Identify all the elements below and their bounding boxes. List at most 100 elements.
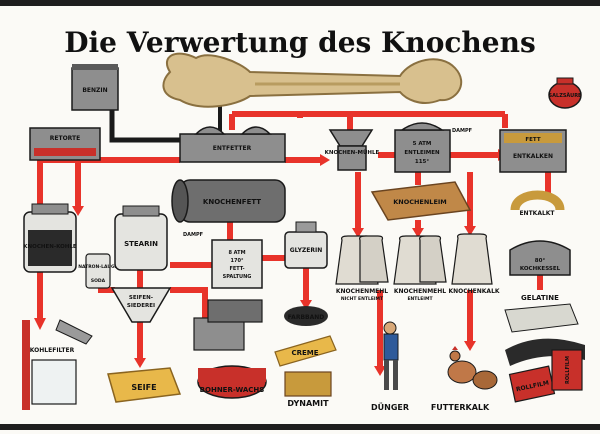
stearin-label: STEARIN <box>124 240 158 248</box>
bohnerwachs-label: BOHNER-WACHS <box>200 386 265 394</box>
knochenkohle-label: KNOCHEN-KOHLE <box>23 244 77 250</box>
benzin-label: BENZIN <box>82 87 107 94</box>
entkalkt-label: ENTKALKT <box>519 210 555 217</box>
kochkessel-node: 80° KOCHKESSEL <box>509 240 571 276</box>
futterkalk-label: FUTTERKALK <box>431 403 490 412</box>
kohlefilter-node: KOHLEFILTER <box>22 319 93 410</box>
mehl-b-sub: ENTLEIMT <box>407 296 433 302</box>
kochkessel-temp: 80° <box>535 258 546 264</box>
rollfilm-node: ROLLFILM ROLLFILM <box>505 338 585 403</box>
knochenfett-label: KNOCHENFETT <box>203 198 261 206</box>
arrow-duenger <box>374 366 386 376</box>
chicken-2 <box>472 370 498 390</box>
arrow-kalk <box>464 226 476 236</box>
retorte-node: RETORTE <box>29 127 101 161</box>
knochenkohle-fill <box>28 230 72 266</box>
bone-illustration <box>162 52 463 108</box>
creme-label: CREME <box>291 349 318 357</box>
knochenleim-node: KNOCHENLEIM <box>370 181 472 221</box>
rollfilm-label-b: ROLLFILM <box>565 356 571 384</box>
knochenleim-slab <box>370 181 472 221</box>
kochkessel-vessel <box>509 240 571 276</box>
spaltung-vessel <box>211 239 263 289</box>
muehle-body <box>337 145 367 171</box>
salzsaeure-node: SALZSÄURE <box>548 77 583 109</box>
stearin-block <box>193 317 245 351</box>
gelatine-sheets <box>504 303 579 333</box>
farbband-roll <box>284 306 328 326</box>
benzin-tank <box>71 67 119 111</box>
retorte-fire <box>34 148 96 156</box>
entkalken-fett-layer <box>504 133 562 143</box>
entleimen-box <box>394 129 451 173</box>
mehl-a-sack-2 <box>359 235 389 283</box>
futterkalk-node: FUTTERKALK <box>431 346 498 412</box>
arrow-muehle <box>320 154 330 166</box>
chicken-comb <box>452 346 458 350</box>
arrow-futterkalk <box>464 341 476 351</box>
knochenkohle-lid <box>31 203 69 215</box>
glyzerin-label: GLYZERIN <box>290 247 322 254</box>
spaltung-fett: FETT- <box>229 266 244 272</box>
candle-box <box>207 299 263 323</box>
entleimen-dome <box>399 122 445 131</box>
natronlauge-label: NATRON-LAUGE <box>78 264 118 270</box>
knochenfett-end <box>171 179 189 223</box>
gelatine-node: GELATINE <box>504 294 579 333</box>
natronlauge-bottle <box>85 253 111 289</box>
seife-bar <box>107 367 182 403</box>
entleimen-node: 5 ATM ENTLEIMEN 115° DAMPF <box>394 122 472 173</box>
knochenkalk-sack <box>451 233 493 285</box>
seife-label: SEIFE <box>131 383 156 392</box>
dampf-mid-label: DAMPF <box>183 232 203 238</box>
flow-to-bohner <box>170 287 208 320</box>
entfetter-label: ENTFETTER <box>213 145 252 152</box>
muehle-label: KNOCHEN-MÜHLE <box>325 149 380 156</box>
chart-title: Die Verwertung des Knochens <box>64 26 535 59</box>
mehl-a-sub: NICHT ENTLEIMT <box>341 296 384 302</box>
farbband-label: FARBBAND <box>288 314 324 321</box>
muehle-hopper <box>328 129 374 147</box>
film-strip <box>505 338 585 366</box>
bohnerwachs-tin-side <box>198 368 266 382</box>
knochenkalk-node: KNOCHENKALK <box>448 233 500 295</box>
top-rod <box>0 0 600 6</box>
muehle-node: KNOCHEN-MÜHLE <box>325 129 380 171</box>
seifensiederei-label-a: SEIFEN- <box>129 295 153 301</box>
spaltung-temp: 170° <box>231 258 244 264</box>
kohlefilter-pour <box>55 319 93 345</box>
arrow-mehl-a <box>352 228 364 238</box>
seife-node: SEIFE <box>107 367 182 403</box>
salzsaeure-lid <box>556 77 574 85</box>
entleimen-label: ENTLEIMEN <box>404 150 440 156</box>
arrow-kohle <box>72 206 84 216</box>
dampf-top-label: DAMPF <box>452 128 472 134</box>
duenger-label: DÜNGER <box>371 402 409 412</box>
farmer-body <box>383 333 399 361</box>
mehl-a-label: KNOCHENMEHL <box>336 288 388 295</box>
chicken-1 <box>447 360 477 384</box>
benzin-lid <box>72 64 118 70</box>
bottom-rod <box>0 424 600 430</box>
entkalken-label: ENTKALKEN <box>513 153 553 160</box>
bohnerwachs-node: BOHNER-WACHS <box>193 299 267 399</box>
seifensiederei-node: SEIFEN- SIEDEREI <box>110 287 172 323</box>
fett-label: FETT <box>525 137 540 143</box>
soda-label: SODA <box>91 278 106 284</box>
entkalkt-node: ENTKALKT <box>510 190 565 217</box>
salzsaeure-label: SALZSÄURE <box>549 92 583 99</box>
benzin-node: BENZIN <box>71 64 119 111</box>
arrow-left-down <box>34 318 46 330</box>
farmer-head <box>383 321 397 335</box>
stearin-node: STEARIN <box>114 205 168 271</box>
mehl-a-node: KNOCHENMEHL NICHT ENTLEIMT <box>335 235 389 302</box>
entleimen-atm: 5 ATM <box>413 141 432 147</box>
knochenkohle-node: KNOCHEN-KOHLE <box>23 203 77 273</box>
natronlauge-node: NATRON-LAUGE SODA <box>78 253 118 289</box>
mehl-b-sack-2 <box>419 235 447 283</box>
mehl-b-node: KNOCHENMEHL ENTLEIMT <box>393 235 447 302</box>
knochenkalk-label: KNOCHENKALK <box>448 288 499 295</box>
arrow-seife <box>134 358 146 368</box>
retorte-label: RETORTE <box>50 135 80 142</box>
